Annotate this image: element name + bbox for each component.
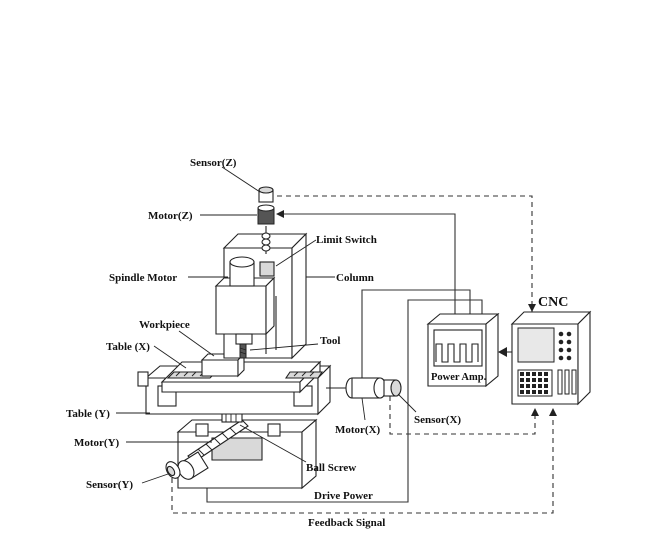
label-spindle-motor: Spindle Motor	[109, 272, 177, 284]
arrow-drive-z	[276, 210, 284, 218]
arrow-feedback-z	[528, 304, 536, 312]
power-amp-channels	[435, 343, 479, 363]
motor-x	[326, 377, 387, 399]
cnc-buttons	[558, 331, 572, 361]
arrow-feedback-y	[549, 408, 557, 416]
label-column: Column	[336, 272, 374, 284]
feedback-line-y	[171, 410, 554, 514]
sensor-x	[383, 379, 402, 397]
cnc-controller	[510, 310, 592, 406]
label-motor-x: Motor(X)	[335, 424, 381, 436]
motor-z	[257, 204, 275, 225]
spindle-head	[214, 256, 276, 345]
label-sensor-x: Sensor(X)	[414, 414, 461, 426]
labels: Sensor(Z) Motor(Z) Limit Switch Spindle …	[66, 157, 568, 529]
sensor-z	[258, 186, 274, 203]
label-tool: Tool	[320, 335, 340, 347]
label-table-y: Table (Y)	[66, 408, 110, 420]
label-feedback-signal: Feedback Signal	[308, 517, 385, 529]
feedback-line-z	[277, 195, 533, 312]
label-cnc: CNC	[538, 295, 568, 310]
label-table-x: Table (X)	[106, 341, 150, 353]
z-ball-screw	[261, 226, 271, 254]
label-motor-y: Motor(Y)	[74, 437, 120, 449]
feedback-lines	[171, 195, 554, 514]
label-ball-screw: Ball Screw	[306, 462, 356, 474]
leader-lines	[116, 166, 417, 484]
arrow-feedback-x	[531, 408, 539, 416]
sensor-y	[165, 461, 181, 479]
label-workpiece: Workpiece	[139, 319, 190, 331]
tool	[239, 343, 247, 359]
power-amp	[426, 312, 500, 388]
label-drive-power: Drive Power	[314, 490, 373, 502]
drive-line-y	[206, 299, 483, 503]
feedback-line-x	[389, 396, 536, 435]
cnc-keypad	[517, 369, 553, 397]
label-power-amp: Power Amp.	[431, 372, 487, 383]
cnc-switches	[557, 369, 577, 395]
label-sensor-y: Sensor(Y)	[86, 479, 133, 491]
drive-line-z	[277, 213, 456, 318]
label-sensor-z: Sensor(Z)	[190, 157, 237, 169]
label-motor-z: Motor(Z)	[148, 210, 193, 222]
arrow-cnc-amp	[498, 347, 507, 357]
cnc-screen	[517, 327, 555, 363]
label-limit-switch: Limit Switch	[316, 234, 377, 246]
